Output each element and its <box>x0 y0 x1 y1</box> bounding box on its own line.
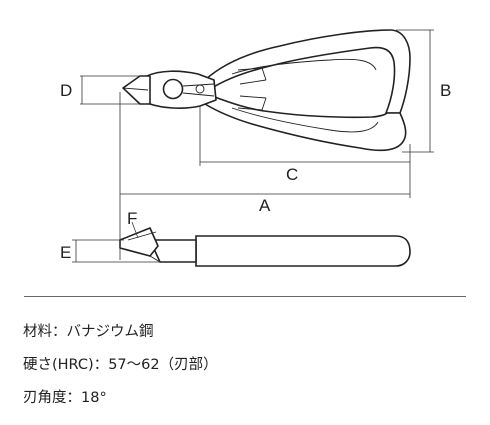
dimension-lines <box>72 29 434 263</box>
spec-hardness: 硬さ(HRC)：57〜62（刃部） <box>23 357 218 373</box>
side-jaw-edge <box>127 231 157 241</box>
dim-label-f: F <box>127 209 137 228</box>
spec-list: 材料：バナジウム鋼 硬さ(HRC)：57〜62（刃部） 刃角度：18° <box>23 316 218 415</box>
pivot-link <box>182 83 215 87</box>
cutting-jaw <box>122 75 151 105</box>
dim-label-c: C <box>286 165 298 184</box>
dim-label-b: B <box>440 81 451 100</box>
pivot-circle <box>162 78 184 100</box>
neck-upper <box>237 67 267 85</box>
pliers-top-view <box>122 29 411 152</box>
upper-handle <box>203 29 411 114</box>
dim-label-a: A <box>259 196 271 215</box>
side-handle <box>195 235 411 267</box>
side-jaw <box>119 227 159 257</box>
dim-label-e: E <box>60 243 71 262</box>
neck-lower <box>237 95 267 111</box>
side-neck <box>149 239 197 263</box>
dim-label-d: D <box>60 81 72 100</box>
handle-inner-lower <box>231 107 379 133</box>
section-divider <box>24 296 466 297</box>
pliers-side-view <box>119 227 411 267</box>
spec-blade-angle: 刃角度：18° <box>23 390 107 406</box>
side-tail <box>149 255 161 263</box>
lower-handle <box>203 95 407 152</box>
jaw-edge <box>122 87 149 91</box>
spec-material: 材料：バナジウム鋼 <box>23 324 154 340</box>
pivot-link-2 <box>182 92 215 97</box>
